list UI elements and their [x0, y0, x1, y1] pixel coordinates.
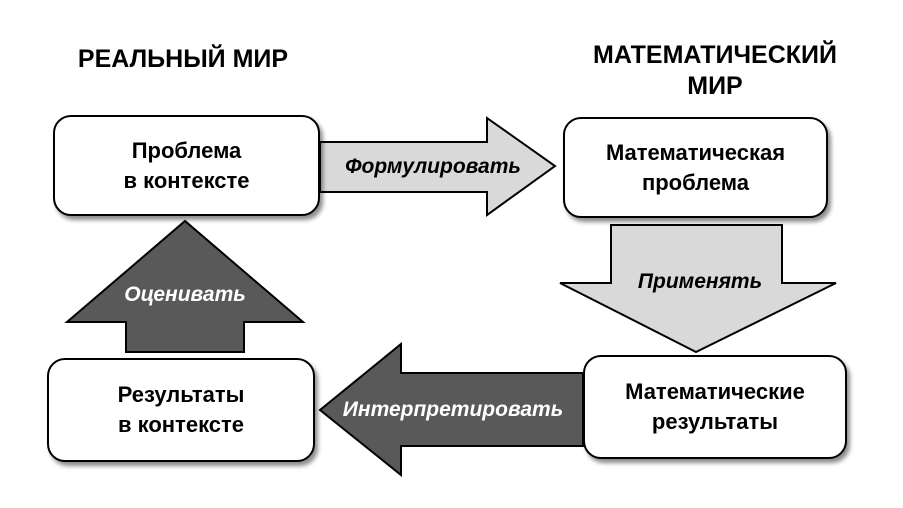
interpret-label: Интерпретировать	[342, 398, 564, 421]
problem-in-context-box: Проблема в контексте	[53, 115, 320, 216]
apply-arrow	[559, 224, 837, 354]
results-in-context-box: Результаты в контексте	[47, 358, 315, 462]
formulate-label: Формулировать	[345, 155, 521, 178]
math-world-heading: МАТЕМАТИЧЕСКИЙ МИР	[593, 41, 837, 100]
math-problem-box: Математическая проблема	[563, 117, 828, 218]
interpret-arrow	[318, 341, 584, 478]
evaluate-label: Оценивать	[124, 283, 246, 306]
formulate-arrow	[319, 116, 557, 217]
evaluate-arrow	[64, 219, 306, 353]
math-results-box: Математические результаты	[583, 355, 847, 459]
apply-label: Применять	[637, 270, 763, 293]
real-world-heading: РЕАЛЬНЫЙ МИР	[77, 45, 289, 73]
